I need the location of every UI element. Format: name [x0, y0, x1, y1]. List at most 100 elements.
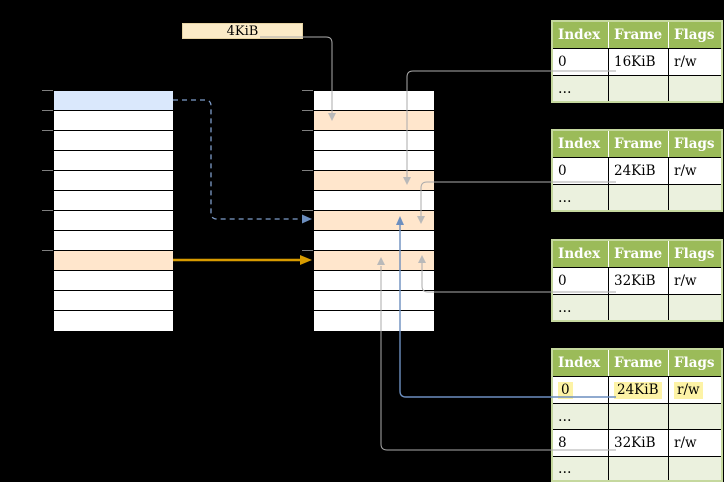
table-header-cell: Frame [608, 350, 668, 376]
tick-mark [42, 210, 53, 211]
table-cell: … [553, 76, 608, 101]
tick-mark [42, 110, 53, 111]
table-header-cell: Flags [668, 131, 721, 157]
tick-mark [42, 90, 53, 91]
tick-mark [302, 90, 313, 91]
memory-cell-orange [314, 211, 434, 231]
table-row: 0 16KiB r/w [553, 48, 721, 75]
table-row: 0 32KiB r/w [553, 267, 721, 294]
table-cell: r/w [668, 268, 721, 294]
table-header-cell: Flags [668, 22, 721, 48]
table-cell [608, 185, 668, 210]
table-cell [668, 295, 721, 320]
cell-text: 0 [558, 273, 567, 289]
table-row: … [553, 456, 721, 480]
table-header-cell: Frame [608, 131, 668, 157]
memory-cell-orange [54, 251, 173, 271]
table-cell: 16KiB [608, 49, 668, 75]
cell-text: 32KiB [614, 273, 656, 289]
table-cell: r/w [668, 49, 721, 75]
cell-text: … [558, 80, 572, 97]
memory-cell-white [314, 311, 434, 331]
table-header-cell: Flags [668, 241, 721, 267]
table-cell: r/w [668, 430, 721, 456]
cell-text: r/w [674, 54, 697, 70]
tick-mark [302, 110, 313, 111]
table-cell [668, 185, 721, 210]
memory-cell-white [314, 231, 434, 251]
memory-cell-white [314, 271, 434, 291]
cell-text: … [558, 299, 572, 316]
memory-cell-white [54, 231, 173, 251]
memory-column-left [53, 90, 174, 332]
table-cell [668, 76, 721, 101]
table-cell: r/w [668, 158, 721, 184]
memory-cell-white [314, 291, 434, 311]
cell-text: r/w [674, 381, 703, 399]
table-row: … [553, 294, 721, 320]
memory-cell-white [54, 311, 173, 331]
table-cell [608, 76, 668, 101]
memory-cell-orange [314, 111, 434, 131]
table-row: 8 32KiB r/w [553, 429, 721, 456]
level1-entry-to-level2-dashed-line [173, 99, 301, 220]
memory-cell-white [314, 91, 434, 111]
memory-cell-white [54, 151, 173, 171]
table-cell: 32KiB [608, 268, 668, 294]
table-header-cell: Index [558, 136, 601, 152]
table-cell: 32KiB [608, 430, 668, 456]
tick-mark [42, 170, 53, 171]
cell-text: 0 [558, 163, 567, 179]
page-size-box: 4KiB [182, 23, 303, 39]
cell-text: 0 [558, 381, 573, 399]
cell-text: r/w [674, 163, 697, 179]
cell-text: 24KiB [614, 163, 656, 179]
table-header-cell: Frame [608, 22, 668, 48]
table-row: 0 24KiB r/w [553, 376, 721, 403]
table-cell: … [553, 185, 608, 210]
table-row: … [553, 75, 721, 101]
cell-text: 16KiB [614, 54, 656, 70]
cell-text: r/w [674, 435, 697, 451]
memory-cell-white [54, 171, 173, 191]
tick-mark [302, 210, 313, 211]
memory-cell-blue [54, 91, 173, 111]
table-cell [608, 404, 668, 429]
table-row: 0 24KiB r/w [553, 157, 721, 184]
cell-text: 0 [558, 54, 567, 70]
tick-mark [302, 250, 313, 251]
table-header-cell: Index [558, 355, 601, 371]
cell-text: 32KiB [614, 435, 656, 451]
cell-text: 8 [558, 435, 567, 451]
table-header-cell: Frame [608, 241, 668, 267]
table-cell [668, 404, 721, 429]
cell-text: 24KiB [614, 381, 662, 399]
table-row: … [553, 184, 721, 210]
memory-cell-white [54, 191, 173, 211]
cell-text: … [558, 189, 572, 206]
page-size-label: 4KiB [226, 23, 259, 39]
memory-cell-white [314, 131, 434, 151]
table-cell [608, 457, 668, 480]
tick-mark [302, 170, 313, 171]
tick-mark [42, 130, 53, 131]
memory-cell-white [54, 291, 173, 311]
level1-entry-to-frame-orange-arrowhead-icon [300, 255, 312, 265]
level1-entry-to-level2-dashed-arrowhead-icon [302, 214, 312, 224]
table-header-cell: Index [558, 27, 601, 43]
cell-text: … [558, 460, 572, 477]
cell-text: r/w [674, 273, 697, 289]
memory-cell-white [314, 151, 434, 171]
memory-cell-white [54, 131, 173, 151]
table-row: … [553, 403, 721, 429]
table-cell: … [553, 404, 608, 429]
memory-cell-orange [314, 251, 434, 271]
cell-text: … [558, 408, 572, 425]
table-cell: 0 [553, 49, 608, 75]
tick-mark [302, 130, 313, 131]
memory-cell-white [54, 111, 173, 131]
